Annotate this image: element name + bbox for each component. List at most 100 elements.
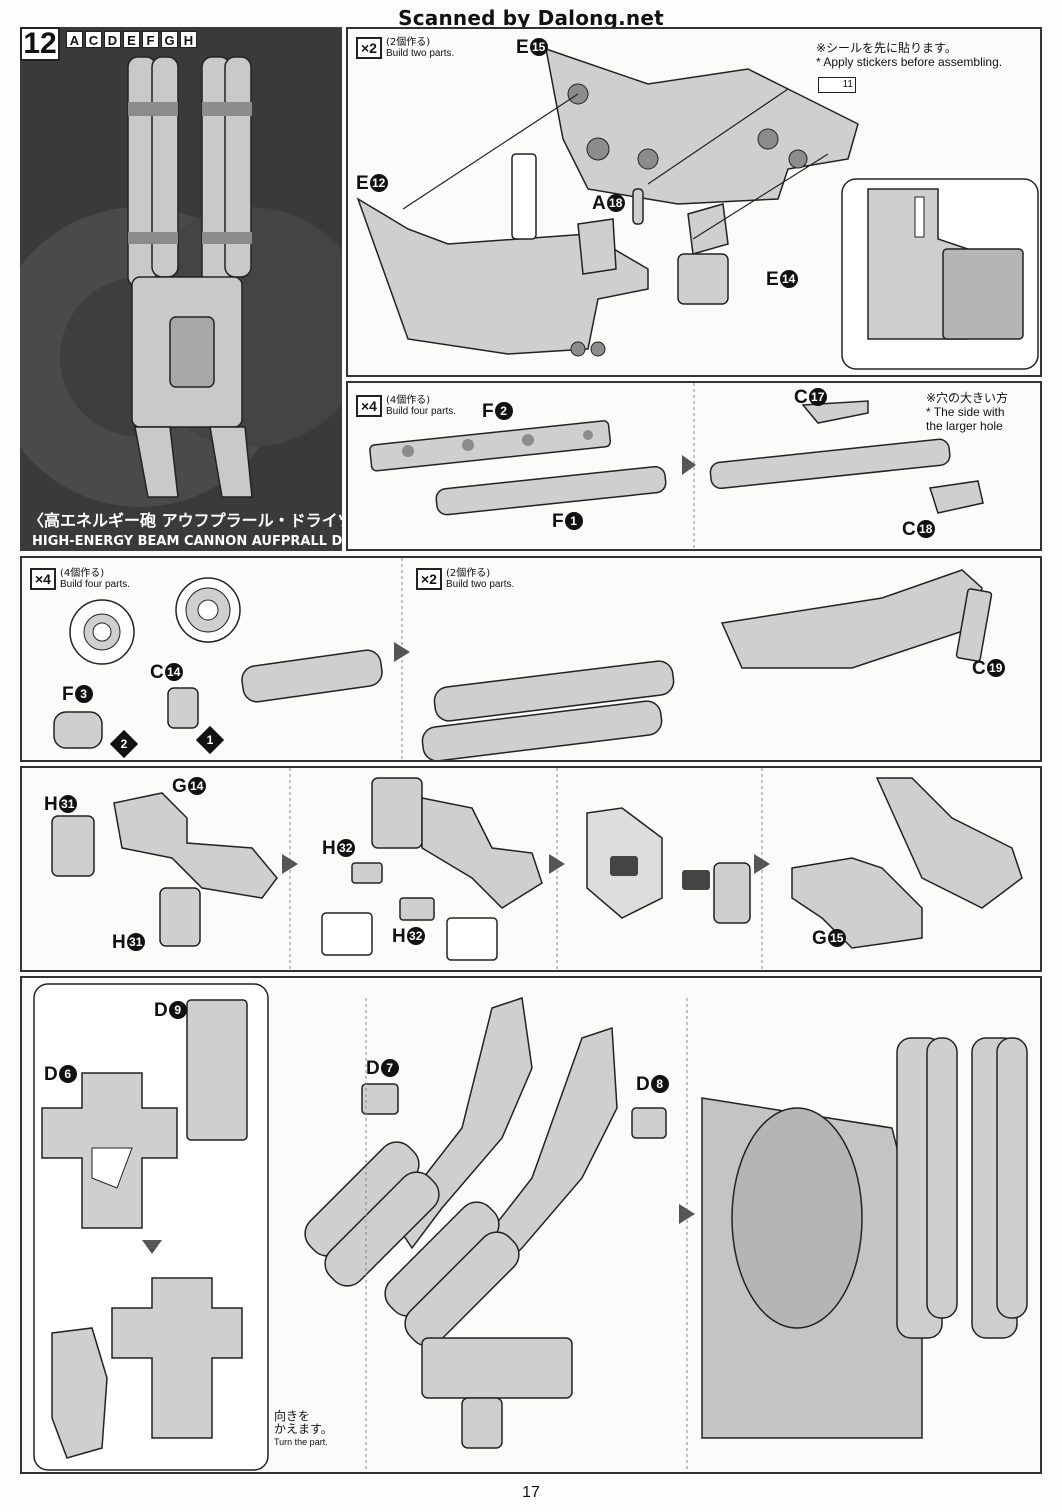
multiplier-en: Build two parts. bbox=[445, 579, 515, 590]
panel-2: ×4 (4個作る) Build four parts. ※穴の大きい方 * Th… bbox=[346, 381, 1042, 551]
part-number: 15 bbox=[827, 929, 846, 947]
part-letter: E bbox=[516, 37, 529, 58]
multiplier: ×2 (2個作る) Build two parts. bbox=[356, 37, 454, 59]
part-letter: H bbox=[322, 838, 336, 859]
watermark: Scanned by Dalong.net bbox=[398, 6, 664, 30]
runner-tag: G bbox=[161, 31, 178, 48]
multiplier-left: ×4 (4個作る) Build four parts. bbox=[30, 568, 130, 590]
part-number: 18 bbox=[606, 194, 625, 212]
panel2-illustration bbox=[369, 383, 984, 549]
part-number: 6 bbox=[58, 1065, 77, 1083]
part-letter: H bbox=[44, 794, 58, 815]
panel-3: ×4 (4個作る) Build four parts. ×2 (2個作る) Bu… bbox=[20, 556, 1042, 762]
part-letter: E bbox=[356, 173, 369, 194]
part-number: 3 bbox=[74, 685, 93, 703]
runner-tag: A bbox=[66, 31, 83, 48]
multiplier-badge: ×4 bbox=[356, 395, 382, 417]
hero-title-jp: 〈高エネルギー砲 アウフプラール・ドライツェーン〉 bbox=[28, 511, 342, 530]
sticker-icon: 11 bbox=[818, 77, 856, 93]
sticker-note-jp: ※シールを先に貼ります。 bbox=[816, 41, 957, 55]
order-number: 1 bbox=[206, 733, 214, 747]
part-number: 31 bbox=[126, 933, 145, 951]
part-number: 1 bbox=[564, 512, 583, 530]
part-letter: H bbox=[392, 926, 406, 947]
part-number: 32 bbox=[336, 839, 355, 857]
part-number: 18 bbox=[916, 520, 935, 538]
hole-note-jp: ※穴の大きい方 bbox=[926, 391, 1009, 405]
part-letter: F bbox=[482, 401, 494, 422]
sticker-note-en: * Apply stickers before assembling. bbox=[816, 55, 1003, 69]
panel1-illustration bbox=[356, 47, 1039, 370]
runner-tag: C bbox=[85, 31, 102, 48]
part-number: 12 bbox=[369, 174, 388, 192]
order-number: 2 bbox=[120, 737, 128, 751]
multiplier-en: Build two parts. bbox=[385, 48, 455, 59]
part-letter: C bbox=[150, 662, 164, 683]
part-letter: G bbox=[812, 928, 827, 949]
turn-note-en: Turn the part. bbox=[274, 1437, 328, 1447]
multiplier-jp: (4個作る) bbox=[385, 395, 431, 406]
part-letter: D bbox=[636, 1074, 650, 1095]
sticker-id: 11 bbox=[842, 79, 853, 90]
part-letter: E bbox=[766, 269, 779, 290]
part-number: 7 bbox=[380, 1059, 399, 1077]
multiplier-jp: (2個作る) bbox=[445, 568, 491, 579]
turn-note-jp1: 向きを bbox=[274, 1409, 311, 1423]
part-letter: D bbox=[154, 1000, 168, 1021]
sticker-note: ※シールを先に貼ります。 * Apply stickers before ass… bbox=[816, 41, 1002, 69]
multiplier-badge: ×2 bbox=[356, 37, 382, 59]
hole-note-en1: * The side with bbox=[926, 405, 1005, 419]
order-marker-1: 1 bbox=[195, 725, 225, 755]
panel-1: ×2 (2個作る) Build two parts. ※シールを先に貼ります。 … bbox=[346, 27, 1042, 377]
part-letter: D bbox=[366, 1058, 380, 1079]
hero-illustration bbox=[20, 56, 342, 507]
part-number: 8 bbox=[650, 1075, 669, 1093]
part-letter: D bbox=[44, 1064, 58, 1085]
part-number: 32 bbox=[406, 927, 425, 945]
turn-note-jp2: かえます。 bbox=[274, 1422, 333, 1436]
runner-list: A C D E F G H bbox=[66, 31, 197, 48]
multiplier-badge: ×2 bbox=[416, 568, 442, 590]
runner-tag: D bbox=[104, 31, 121, 48]
part-letter: C bbox=[972, 658, 986, 679]
part-letter: C bbox=[902, 519, 916, 540]
part-number: 19 bbox=[986, 659, 1005, 677]
multiplier-en: Build four parts. bbox=[59, 579, 131, 590]
part-number: 14 bbox=[187, 777, 206, 795]
part-letter: C bbox=[794, 387, 808, 408]
order-marker-2: 2 bbox=[109, 729, 139, 759]
multiplier: ×4 (4個作る) Build four parts. bbox=[356, 395, 456, 417]
part-letter: H bbox=[112, 932, 126, 953]
runner-tag: E bbox=[123, 31, 140, 48]
hole-note-en2: the larger hole bbox=[926, 419, 1003, 433]
part-number: 9 bbox=[168, 1001, 187, 1019]
multiplier-jp: (2個作る) bbox=[385, 37, 431, 48]
runner-tag: H bbox=[180, 31, 197, 48]
multiplier-right: ×2 (2個作る) Build two parts. bbox=[416, 568, 514, 590]
page-number: 17 bbox=[522, 1484, 540, 1501]
part-letter: F bbox=[552, 511, 564, 532]
part-letter: F bbox=[62, 684, 74, 705]
multiplier-en: Build four parts. bbox=[385, 406, 457, 417]
part-letter: A bbox=[592, 193, 606, 214]
part-letter: G bbox=[172, 776, 187, 797]
hero-panel: 12 A C D E F G H 〈高エネルギー砲 アウフプラール・ドライツェー… bbox=[20, 27, 342, 551]
multiplier-badge: ×4 bbox=[30, 568, 56, 590]
panel3-illustration bbox=[53, 558, 993, 760]
